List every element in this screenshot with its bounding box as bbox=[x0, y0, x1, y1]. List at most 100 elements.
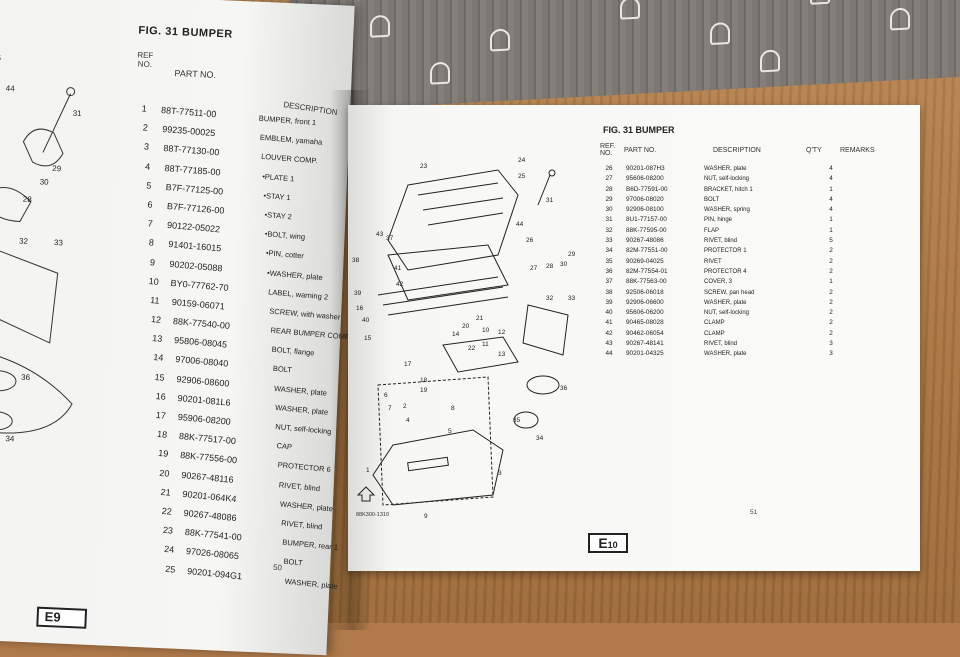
callout-label: 18 bbox=[420, 377, 428, 384]
right-exploded-diagram bbox=[356, 169, 569, 506]
callout-label: 24 bbox=[518, 157, 526, 164]
cell-desc: •STAY 2 bbox=[263, 210, 292, 222]
cell-qty: 3 bbox=[829, 340, 833, 348]
callout-label: 6 bbox=[384, 392, 388, 399]
callout-label: 31 bbox=[546, 197, 554, 204]
cell-desc: BOLT bbox=[704, 196, 720, 203]
cell-part: 90267-48141 bbox=[626, 340, 664, 348]
cell-part: 8U1-77157-00 bbox=[626, 216, 667, 224]
cell-desc: RIVET bbox=[704, 258, 722, 265]
right-page-number: 51 bbox=[750, 509, 758, 516]
cell-ref: 38 bbox=[605, 288, 613, 296]
cell-ref: 34 bbox=[605, 247, 613, 255]
cell-desc: CAP bbox=[276, 441, 293, 452]
cell-ref: 6 bbox=[146, 199, 153, 210]
svg-text:36: 36 bbox=[21, 373, 31, 382]
cell-ref: 29 bbox=[605, 195, 613, 203]
callout-label: 20 bbox=[462, 323, 470, 330]
callout-label: 16 bbox=[356, 305, 364, 312]
cell-ref: 25 bbox=[164, 563, 176, 575]
cell-ref: 43 bbox=[605, 340, 613, 348]
cell-desc: BOLT, flange bbox=[271, 344, 315, 358]
callout-label: 34 bbox=[536, 435, 544, 442]
cell-desc: CLAMP bbox=[704, 320, 725, 327]
cell-desc: LOUVER COMP. bbox=[260, 152, 318, 166]
cell-ref: 23 bbox=[162, 524, 174, 536]
callout-label: 39 bbox=[354, 290, 362, 297]
section-tab-letter: E bbox=[598, 535, 608, 551]
cell-desc: COVER, 3 bbox=[704, 279, 733, 286]
cell-part: 90201-04325 bbox=[626, 350, 664, 358]
callout-label: 15 bbox=[364, 335, 372, 342]
cell-ref: 35 bbox=[605, 257, 613, 265]
cell-ref: 20 bbox=[159, 467, 171, 479]
cell-ref: 12 bbox=[150, 314, 162, 325]
right-header-ref-no: REF.NO. bbox=[600, 143, 616, 157]
callout-label: 10 bbox=[482, 327, 490, 334]
cell-ref: 37 bbox=[605, 278, 613, 286]
callout-label: 40 bbox=[362, 317, 370, 324]
callout-label: 2 bbox=[403, 403, 407, 410]
cell-part: 88T-77511-00 bbox=[160, 104, 217, 120]
right-section-tab: E10 bbox=[588, 533, 628, 553]
cell-ref: 39 bbox=[605, 298, 613, 306]
right-header-qty: Q'TY bbox=[806, 147, 822, 154]
cell-ref: 21 bbox=[160, 486, 172, 498]
cell-desc: WASHER, plate bbox=[704, 351, 747, 358]
cell-part: 90462-06054 bbox=[626, 329, 664, 337]
cell-part: 90267-48086 bbox=[626, 237, 664, 245]
cell-part: 92906-08100 bbox=[626, 206, 664, 214]
callout-label: 42 bbox=[396, 281, 404, 288]
cell-part: 95606-08200 bbox=[626, 175, 664, 183]
right-header-part-no: PART NO. bbox=[624, 147, 657, 154]
diagram-code: 88K300-1310 bbox=[356, 512, 390, 518]
right-manual-page: FIG. 31 BUMPER REF.NO. PART NO. DESCRIPT… bbox=[348, 105, 920, 571]
cell-qty: 2 bbox=[829, 288, 833, 296]
cell-part: 90201-087H3 bbox=[626, 165, 665, 172]
cell-part: 90465-08028 bbox=[626, 319, 664, 327]
cell-desc: WASHER, plate bbox=[704, 166, 747, 172]
cell-desc: PIN, hinge bbox=[704, 217, 733, 224]
svg-text:28: 28 bbox=[23, 195, 33, 204]
callout-label: 13 bbox=[498, 351, 506, 358]
cell-desc: •PLATE 1 bbox=[261, 171, 295, 184]
cell-desc: WASHER, spring bbox=[704, 207, 750, 214]
callout-label: 30 bbox=[560, 261, 568, 268]
cell-desc: WASHER, plate bbox=[704, 299, 747, 306]
svg-text:44: 44 bbox=[6, 84, 16, 93]
cell-ref: 44 bbox=[605, 350, 613, 358]
cell-part: 90269-04025 bbox=[626, 257, 664, 265]
callout-label: 25 bbox=[518, 173, 526, 180]
callout-label: 7 bbox=[388, 405, 392, 412]
cell-desc: SCREW, pan head bbox=[704, 289, 755, 296]
left-figure-title: FIG. 31 BUMPER bbox=[138, 24, 233, 41]
cell-ref: 17 bbox=[155, 409, 167, 421]
callout-label: 27 bbox=[530, 265, 538, 272]
callout-label: 28 bbox=[546, 263, 554, 270]
svg-text:34: 34 bbox=[5, 434, 15, 443]
callout-label: 17 bbox=[404, 361, 412, 368]
cell-part: 97006-08020 bbox=[626, 195, 664, 203]
callout-label: 14 bbox=[452, 331, 460, 338]
cell-ref: 18 bbox=[156, 429, 168, 440]
cell-ref: 41 bbox=[605, 319, 613, 327]
cell-desc: PROTECTOR 4 bbox=[704, 268, 747, 275]
cell-ref: 28 bbox=[605, 185, 613, 193]
cell-desc: PROTECTOR 6 bbox=[277, 460, 332, 475]
svg-text:29: 29 bbox=[52, 164, 62, 173]
cell-qty: 4 bbox=[829, 206, 833, 214]
cell-ref: 24 bbox=[163, 544, 175, 556]
cell-ref: 30 bbox=[605, 206, 613, 214]
cell-desc: BUMPER, front 1 bbox=[258, 113, 317, 128]
cell-ref: 1 bbox=[141, 103, 148, 114]
